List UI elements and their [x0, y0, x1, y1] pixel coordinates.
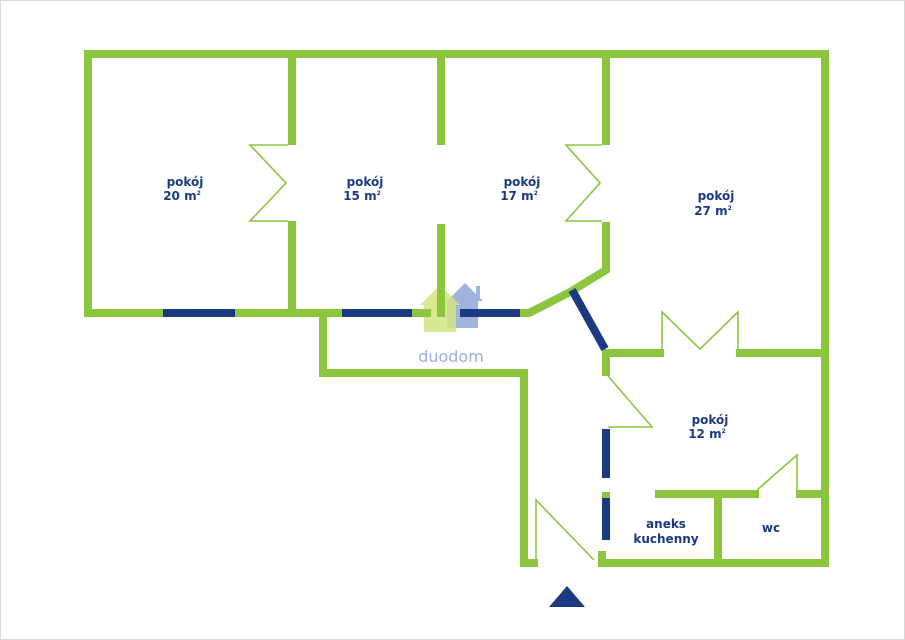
room-name: pokój — [504, 175, 541, 189]
entrance-arrow-icon — [549, 586, 585, 607]
room-area: 17 m — [500, 189, 533, 203]
room-name: pokój — [692, 413, 729, 427]
svg-text:15 m2: 15 m2 — [343, 189, 381, 203]
door-entrance — [535, 498, 595, 561]
door-room12 — [607, 375, 654, 428]
walls — [84, 50, 829, 567]
door-room17-room27 — [564, 144, 602, 222]
room-area-unit-sup: 2 — [728, 205, 732, 212]
house-logo-icon — [420, 283, 483, 332]
room-area-unit-sup: 2 — [197, 190, 201, 197]
kitchenette-line2: kuchenny — [633, 532, 698, 546]
room-area: 15 m — [343, 189, 376, 203]
svg-text:27 m2: 27 m2 — [694, 204, 732, 218]
wc-text: wc — [762, 521, 780, 535]
door-wc — [756, 453, 798, 491]
room-name: pokój — [698, 189, 735, 203]
room-area: 27 m — [694, 204, 727, 218]
door-room20-room15 — [248, 144, 288, 222]
room-label-12: pokój 12 m2 — [688, 413, 728, 441]
wall-corridor — [319, 309, 538, 567]
door-room27-room12 — [661, 310, 739, 351]
room-area: 20 m — [163, 189, 196, 203]
doors — [248, 144, 798, 561]
room-label-15: pokój 15 m2 — [343, 175, 383, 203]
window-4 — [568, 288, 609, 351]
room-name: pokój — [347, 175, 384, 189]
wall-diagonal — [517, 222, 610, 317]
wall-outer-top-right — [84, 50, 829, 567]
room-label-17: pokój 17 m2 — [500, 175, 540, 203]
wall-outer-left — [84, 50, 164, 317]
room-name: pokój — [167, 175, 204, 189]
room-area-unit-sup: 2 — [722, 428, 726, 435]
windows — [163, 288, 610, 540]
room-area-unit-sup: 2 — [377, 190, 381, 197]
wall-outer-bottom-right — [598, 551, 829, 567]
room-label-20: pokój 20 m2 — [163, 175, 203, 203]
watermark-text: duodom — [418, 347, 484, 366]
svg-text:20 m2: 20 m2 — [163, 189, 201, 203]
svg-text:17 m2: 17 m2 — [500, 189, 538, 203]
kitchenette-label: aneks kuchenny — [633, 517, 698, 546]
svg-text:12 m2: 12 m2 — [688, 427, 726, 441]
wc-label: wc — [762, 521, 780, 535]
kitchenette-line1: aneks — [646, 517, 686, 531]
room-label-27: pokój 27 m2 — [694, 189, 734, 218]
room-area: 12 m — [688, 427, 721, 441]
room-area-unit-sup: 2 — [534, 190, 538, 197]
